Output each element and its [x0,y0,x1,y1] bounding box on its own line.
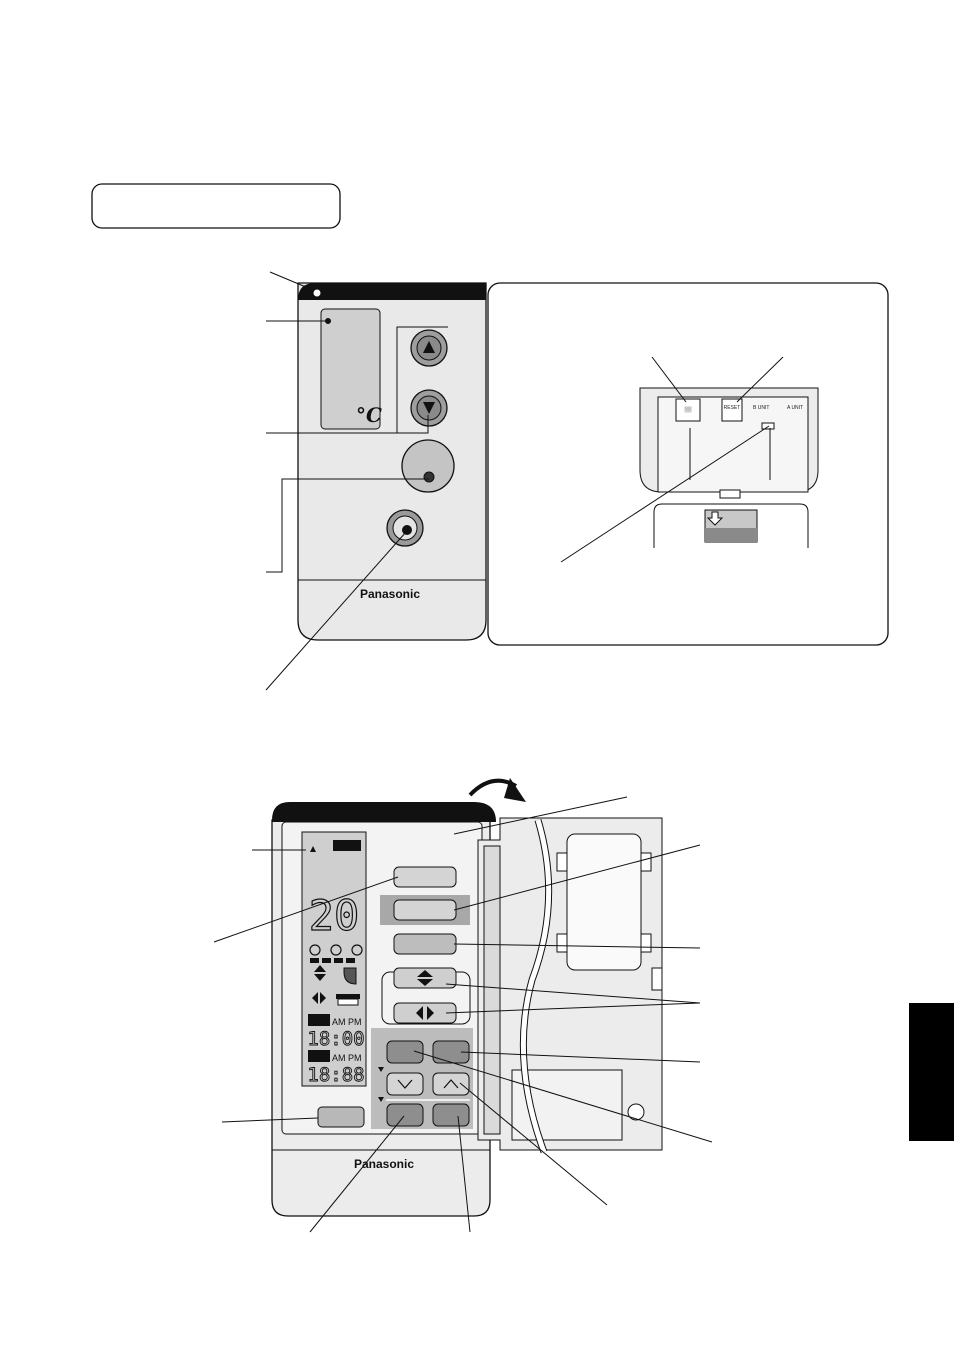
reset-check-button[interactable] [317,1106,365,1128]
vertical-swing-icon [314,965,326,972]
timer-set-button[interactable] [386,1103,424,1127]
timer-off-display: 18:88 [307,1064,364,1086]
lcd-temperature: 20 [309,891,360,940]
transmitter-icon [312,288,322,298]
leader-lines-bottom [213,796,713,1233]
svg-text:▒▒: ▒▒ [684,406,692,413]
button-2[interactable] [393,899,457,921]
horizontal-swing-icon [312,992,318,1004]
timer-on-button[interactable] [386,1040,424,1064]
up-arrow-icon [423,341,435,353]
reset-switch[interactable] [721,398,743,422]
fan-icon [309,944,363,956]
remote-back: ▒▒ RESET B UNIT A UNIT [639,387,819,548]
timer-on-display: 18:00 [307,1028,364,1050]
brand-logo-bottom: Panasonic [354,1157,414,1171]
temperature-unit: °C [356,403,382,427]
timer-cancel-button[interactable] [432,1103,470,1127]
leader-lines-inset [560,356,784,563]
slide-arrow-icon [706,511,724,526]
switch-1[interactable] [675,398,701,422]
brand-logo-top: Panasonic [360,587,420,601]
ampm-off: AM PM [332,1053,362,1063]
ampm-on: AM PM [332,1017,362,1027]
b-unit-label: B UNIT [753,405,769,411]
side-tab [909,1003,954,1141]
reset-label: RESET [724,405,741,411]
power-button[interactable] [401,439,455,493]
button-3[interactable] [393,933,457,955]
timer-up-button[interactable] [432,1072,470,1096]
vertical-airflow-button[interactable] [393,967,457,989]
section-title-box [91,183,341,229]
remote-cover [477,817,663,1154]
remote-front: °C Panasonic [297,282,487,641]
button-1[interactable] [393,866,457,888]
down-chevron-icon [397,1079,413,1089]
up-chevron-icon [443,1079,459,1089]
temperature-display [320,308,381,430]
timer-down-button[interactable] [386,1072,424,1096]
a-unit-label: A UNIT [787,405,803,411]
leader-lines-top [265,271,429,691]
down-arrow-icon [423,402,435,414]
